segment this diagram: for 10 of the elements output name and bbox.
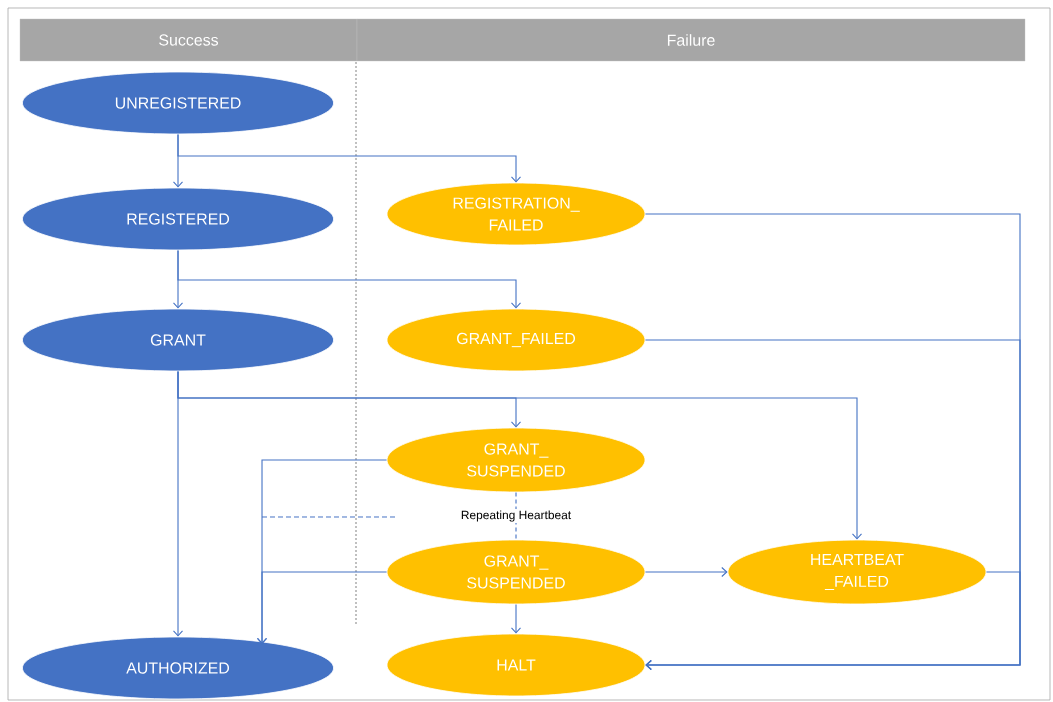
column-header: Failure <box>356 18 1026 62</box>
arrow <box>510 603 522 634</box>
arrow <box>177 133 522 183</box>
edge-label: Repeating Heartbeat <box>459 508 573 524</box>
arrow <box>256 571 388 645</box>
arrow <box>645 571 1021 671</box>
arrow <box>644 566 728 578</box>
arrow <box>177 249 522 309</box>
arrow <box>177 370 863 540</box>
column-header: Success <box>19 18 358 62</box>
